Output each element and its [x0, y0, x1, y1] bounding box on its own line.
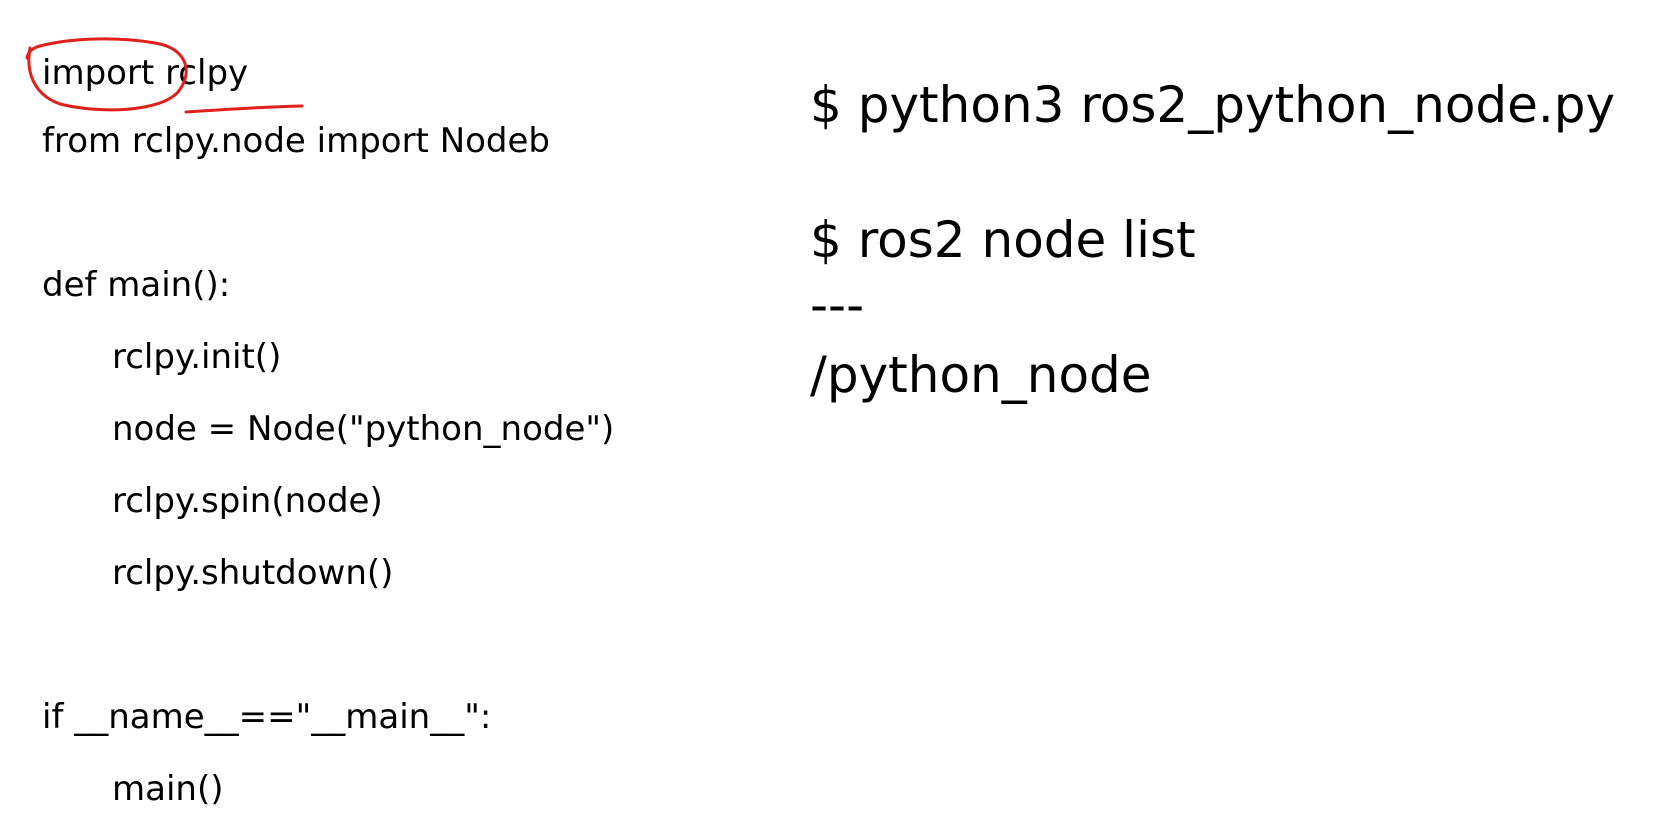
code-line-rclpy-init: rclpy.init()	[112, 337, 282, 377]
code-line-node-assign: node = Node("python_node")	[112, 409, 615, 449]
terminal-separator: ---	[810, 276, 865, 334]
code-line-def-main: def main():	[42, 265, 231, 305]
terminal-command-node-list: $ ros2 node list	[810, 211, 1196, 269]
code-line-from-import: from rclpy.node import Nodeb	[42, 121, 551, 161]
code-line-rclpy-spin: rclpy.spin(node)	[112, 481, 383, 521]
terminal-output: /python_node	[810, 346, 1152, 404]
code-line-if-name-main: if __name__=="__main__":	[42, 697, 492, 737]
code-line-rclpy-shutdown: rclpy.shutdown()	[112, 553, 394, 593]
code-line-main-call: main()	[112, 769, 224, 809]
terminal-command-run: $ python3 ros2_python_node.py	[810, 76, 1616, 134]
underline-mark	[184, 104, 304, 114]
code-line-import-rclpy: import rclpy	[42, 53, 249, 93]
